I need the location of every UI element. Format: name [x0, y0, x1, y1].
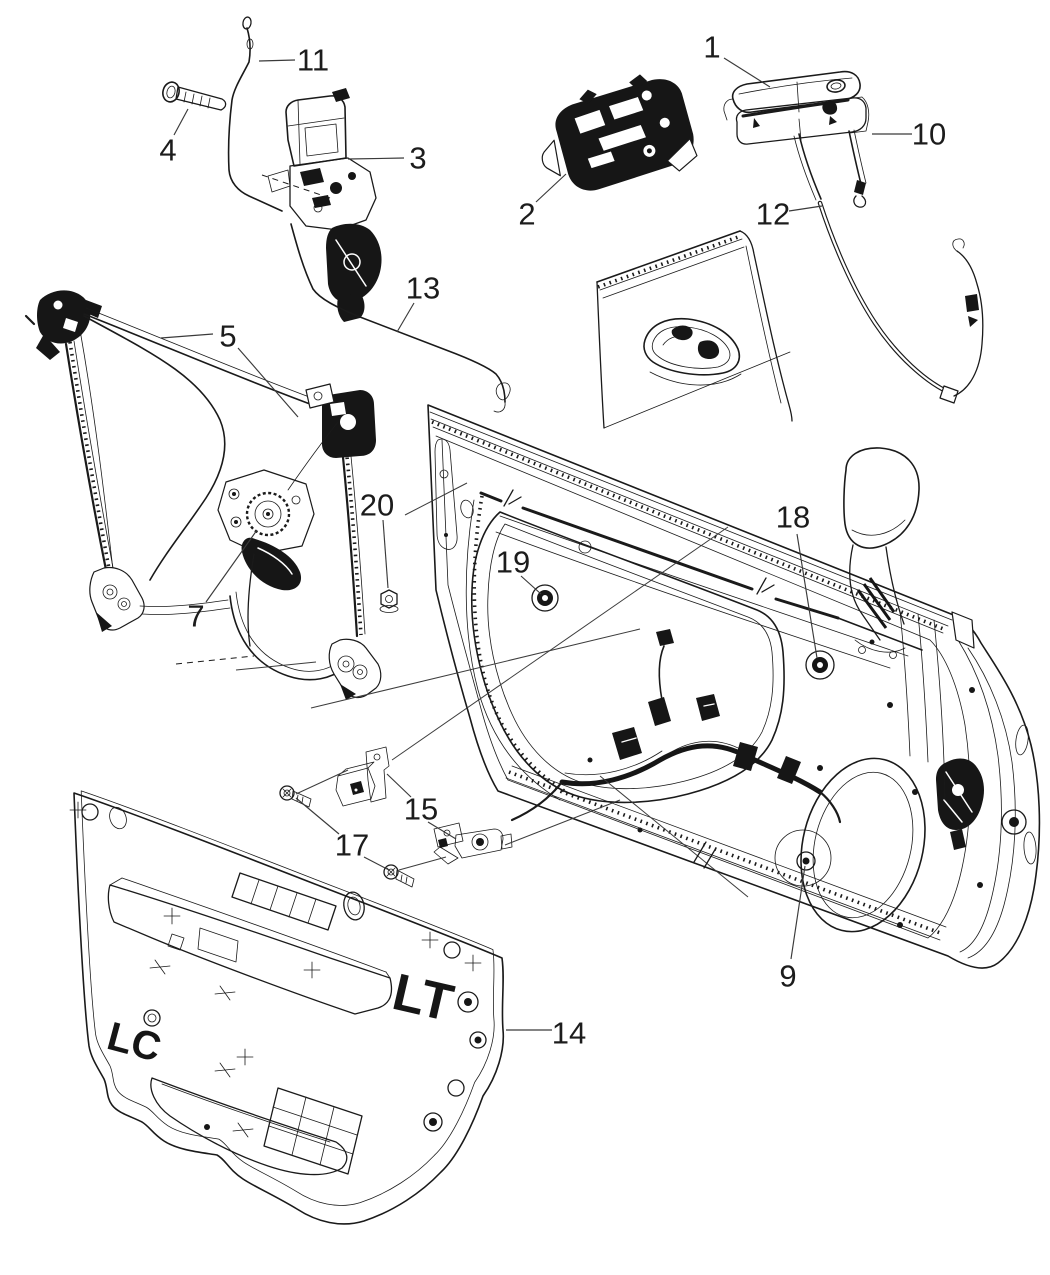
- callout-label-15: 15: [404, 792, 438, 827]
- construction-lines: [235, 174, 749, 898]
- latch-assembly-3: [267, 88, 382, 322]
- callout-leader-5: [160, 333, 214, 339]
- release-cable-12: [793, 133, 984, 404]
- bolt-4: [162, 81, 227, 111]
- inner-panel-opening: [470, 511, 785, 804]
- water-shield-panel: LC LT: [69, 790, 505, 1225]
- door-inner-boundary: [435, 435, 971, 939]
- callout-label-5: 5: [219, 319, 236, 354]
- callout-leader-3: [347, 157, 405, 160]
- callout-label-11: 11: [297, 43, 329, 78]
- callout-label-19: 19: [496, 545, 530, 580]
- handle-cable-10: [848, 129, 867, 208]
- bracket-15a: [335, 746, 390, 807]
- window-regulator: [24, 290, 382, 700]
- outer-door-skin-fragment: [596, 230, 793, 429]
- callout-leader-5: [237, 347, 299, 418]
- callout-label-18: 18: [776, 500, 810, 535]
- mounting-nut-20: [379, 589, 399, 613]
- callout-leader-17: [295, 797, 340, 835]
- callout-leader-18: [796, 533, 818, 659]
- callout-label-9: 9: [779, 959, 796, 994]
- callout-label-20: 20: [360, 488, 394, 523]
- access-hole-9: [774, 829, 832, 887]
- callout-leader-19: [520, 575, 542, 595]
- side-mirror: [843, 447, 920, 659]
- door-outline: [427, 404, 1041, 969]
- callout-leader-15: [386, 773, 412, 798]
- callout-leader-15: [427, 821, 457, 840]
- lock-rod-11: [227, 16, 283, 212]
- bracket-15b: [433, 822, 513, 865]
- callout-label-17: 17: [335, 828, 369, 863]
- callout-leader-7: [205, 529, 258, 603]
- callout-label-13: 13: [406, 271, 440, 306]
- callout-leader-12: [788, 205, 823, 212]
- callout-label-4: 4: [159, 133, 176, 168]
- callout-label-12: 12: [756, 197, 790, 232]
- handle-cutout: [643, 317, 742, 386]
- callout-leader-1: [723, 57, 771, 88]
- exterior-handle-1: [723, 70, 870, 145]
- screw-17b: [383, 864, 415, 888]
- callout-leader-9: [790, 865, 806, 960]
- window-motor: [217, 421, 339, 647]
- linkage-rod-13: [290, 223, 506, 403]
- callout-leader-20: [382, 519, 389, 589]
- wiring-harness: [510, 629, 842, 824]
- door-shell: [427, 382, 1041, 969]
- grommet-18: [805, 650, 835, 680]
- callout-label-1: 1: [703, 30, 720, 65]
- callout-label-2: 2: [518, 197, 535, 232]
- panel-marking-lc: LC: [103, 1014, 166, 1070]
- door-latch-installed: [936, 758, 984, 850]
- alignment-marks: [69, 801, 482, 1138]
- handle-carrier-2: [541, 74, 698, 191]
- callout-label-10: 10: [912, 117, 946, 152]
- screw-17a: [279, 785, 312, 808]
- hinge-pillar-strip: [434, 438, 458, 550]
- callout-label-7: 7: [187, 599, 204, 634]
- vent-grid-top: [231, 872, 337, 931]
- panel-marking-lt: LT: [387, 963, 458, 1033]
- callout-leader-2: [535, 173, 567, 203]
- callout-leader-4: [173, 108, 189, 136]
- vent-grid-bottom: [263, 1087, 363, 1175]
- callout-label-14: 14: [552, 1016, 586, 1051]
- callout-leader-11: [258, 59, 296, 62]
- shield-outline: [73, 792, 505, 1225]
- callout-leader-17: [363, 856, 390, 871]
- speaker-opening: [800, 757, 926, 933]
- callout-leader-13: [396, 302, 415, 333]
- callout-label-3: 3: [409, 141, 426, 176]
